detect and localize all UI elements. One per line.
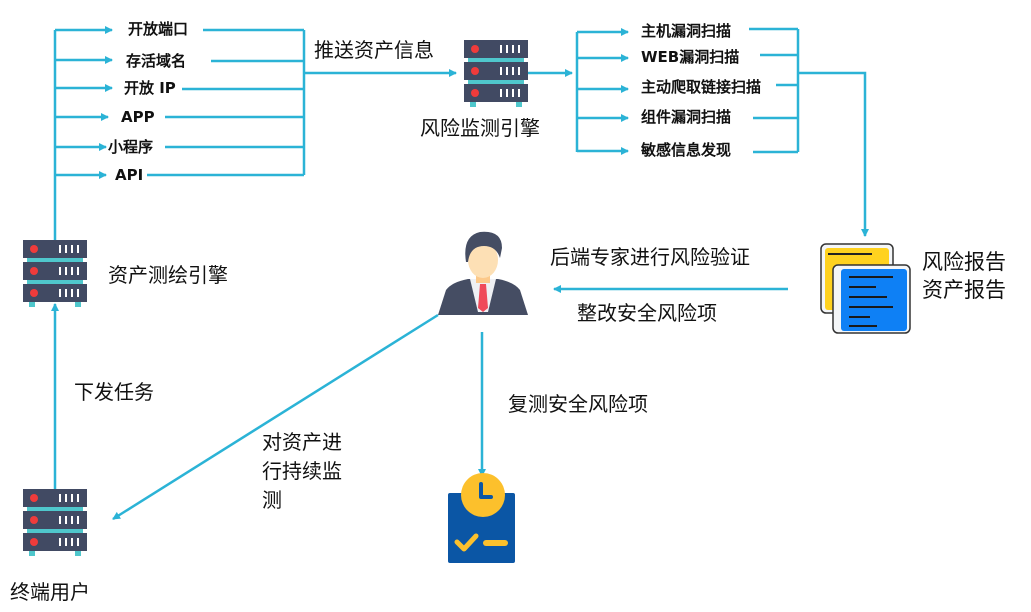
scan-type-label: 组件漏洞扫描 xyxy=(641,108,732,126)
monitor-label-line: 对资产进 xyxy=(262,430,342,454)
expert-verify-label: 后端专家进行风险验证 xyxy=(550,245,750,269)
scan-type-label: 主机漏洞扫描 xyxy=(641,22,732,40)
monitor-label-line: 行持续监 xyxy=(262,459,342,483)
risk-engine-server-icon xyxy=(464,40,528,107)
retest-clipboard-icon xyxy=(448,473,515,563)
connector-lines xyxy=(51,26,869,521)
asset-type-label: API xyxy=(115,166,144,184)
end-user-server-icon xyxy=(23,489,87,556)
scan-type-label: 主动爬取链接扫描 xyxy=(641,78,762,96)
scan-type-label: 敏感信息发现 xyxy=(641,141,732,159)
dispatch-task-label: 下发任务 xyxy=(74,380,154,404)
asset-engine-label: 资产测绘引擎 xyxy=(108,263,228,287)
retest-label: 复测安全风险项 xyxy=(508,392,648,416)
asset-type-label: 存活域名 xyxy=(126,52,187,70)
asset-engine-server-icon xyxy=(23,240,87,307)
scans-to-reports-arrow xyxy=(798,71,869,237)
monitor-label-line: 测 xyxy=(262,488,282,512)
asset-report-label: 资产报告 xyxy=(922,278,1006,302)
monitor-arrow xyxy=(112,313,439,521)
report-document-icon xyxy=(820,243,911,334)
asset-type-label: 小程序 xyxy=(108,138,154,156)
scan-type-label: WEB漏洞扫描 xyxy=(641,48,740,66)
push-asset-info-label: 推送资产信息 xyxy=(314,38,434,62)
rectify-label: 整改安全风险项 xyxy=(577,301,717,325)
risk-engine-label: 风险监测引擎 xyxy=(420,116,540,140)
end-user-label: 终端用户 xyxy=(10,580,90,604)
asset-type-label: 开放 IP xyxy=(124,79,176,97)
expert-person-icon xyxy=(438,231,528,315)
risk-report-label: 风险报告 xyxy=(922,250,1006,274)
asset-type-label: 开放端口 xyxy=(128,20,189,38)
asset-type-label: APP xyxy=(121,108,155,126)
